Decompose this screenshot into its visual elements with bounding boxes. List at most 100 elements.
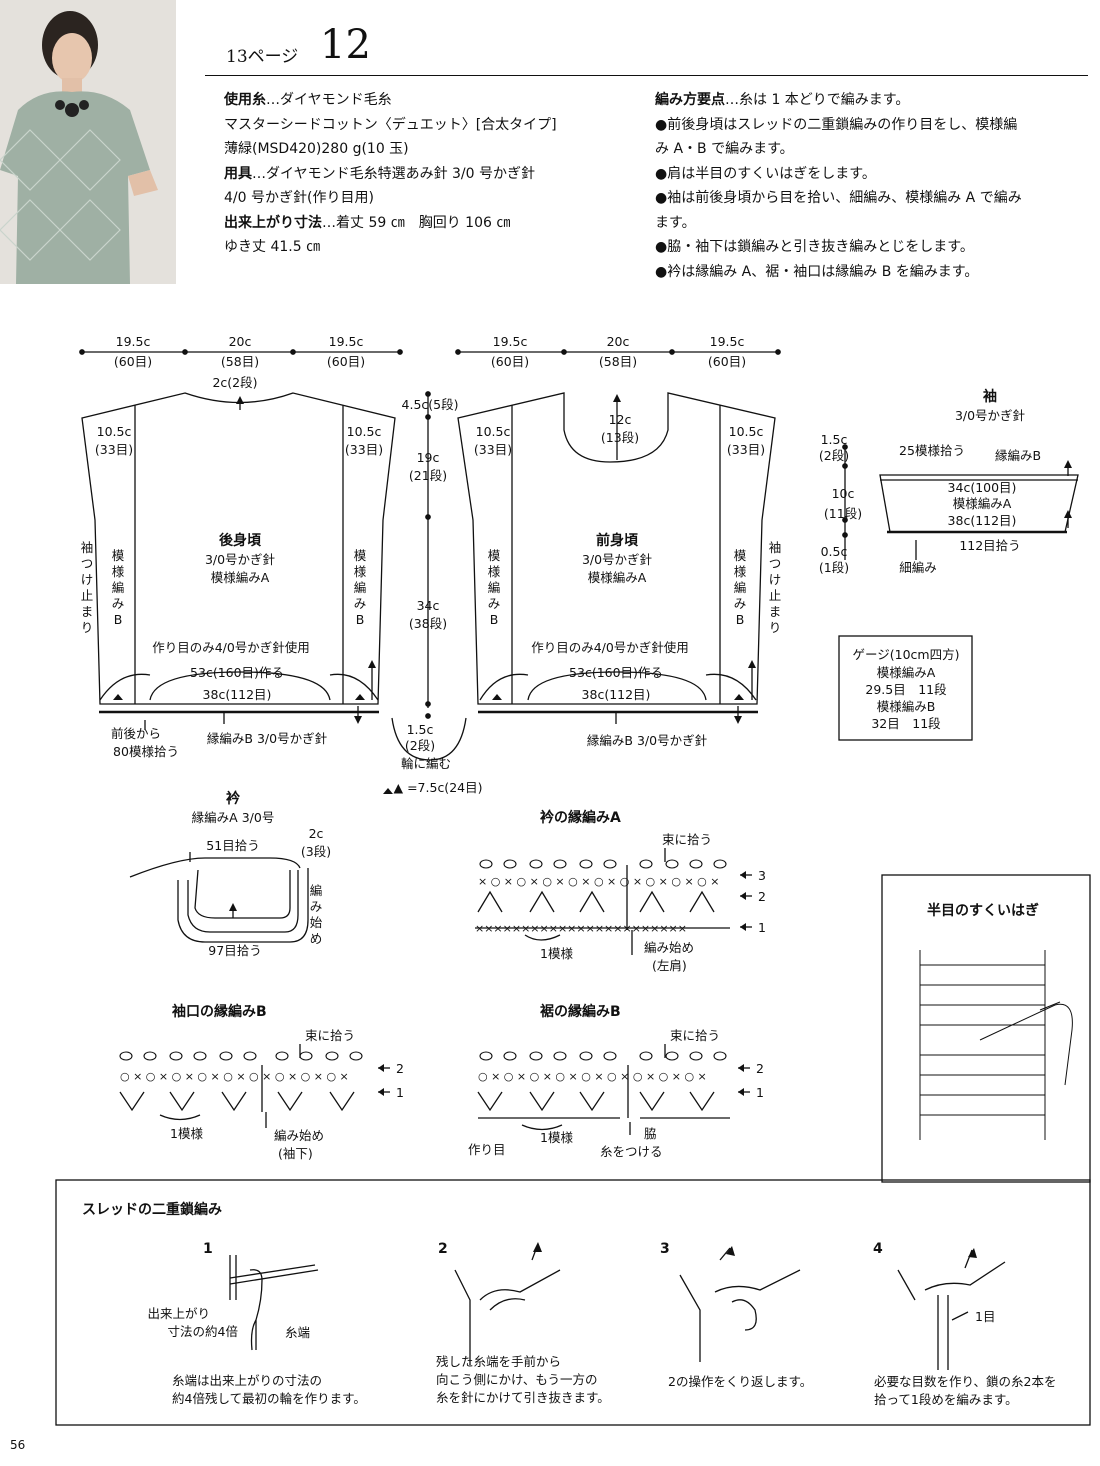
back-side-r-1: 模 xyxy=(354,548,367,563)
front-top-count-1: (60目) xyxy=(491,354,529,369)
materials-line: マスターシードコットン〈デュエット〉[合太タイプ] xyxy=(224,116,557,133)
front-top-dim-2: 20c xyxy=(607,334,630,349)
thread-title: スレッドの二重鎖編み xyxy=(82,1201,222,1218)
front-pattern: 模様編みA xyxy=(588,570,647,585)
svg-text:様: 様 xyxy=(354,564,367,579)
materials-line: 使用糸…ダイヤモンド毛糸 xyxy=(224,92,392,108)
hem-b-join: 糸をつける xyxy=(600,1144,663,1159)
cuff-b-start-note: (袖下) xyxy=(278,1146,313,1161)
seam-illustration xyxy=(919,950,1073,1140)
front-top-count-3: (60目) xyxy=(708,354,746,369)
sleeve-width-2: 38c(112目) xyxy=(948,513,1017,528)
thread-step-4 xyxy=(897,1249,1006,1370)
thread-step-3 xyxy=(679,1247,801,1362)
svg-text:編: 編 xyxy=(354,580,367,595)
points-block: 編み方要点…糸は 1 本どりで編みます。 ●前後身頃はスレッドの二重鎖編みの作り… xyxy=(655,88,1022,284)
seam-box xyxy=(881,874,1091,1183)
svg-text:様: 様 xyxy=(488,564,501,579)
cuff-b-repeat: 1模様 xyxy=(170,1126,203,1141)
svg-text:ま: ま xyxy=(769,604,782,619)
collar-bottom: 97目拾う xyxy=(208,943,261,958)
svg-text:み: み xyxy=(734,596,747,611)
vdim-4: 1.5c xyxy=(407,722,434,737)
hem-b-repeat: 1模様 xyxy=(540,1130,573,1145)
model-photo xyxy=(0,0,176,284)
front-top-dim-1: 19.5c xyxy=(493,334,528,349)
sleeve-title: 袖 xyxy=(983,388,997,405)
points-line: ●脇・袖下は鎖編みと引き抜き編みとじをします。 xyxy=(655,239,974,255)
thread-step-4-caption-1: 必要な目数を作り、鎖の糸2本を xyxy=(874,1374,1056,1389)
thread-step-1 xyxy=(229,1255,319,1351)
header-rule xyxy=(205,75,1088,76)
collar-height: 2c xyxy=(309,826,324,841)
svg-text:様: 様 xyxy=(734,564,747,579)
svg-text:袖: 袖 xyxy=(81,540,94,555)
back-top-count-3: (60目) xyxy=(327,354,365,369)
cuff-b-start: 編み始め xyxy=(274,1128,324,1143)
edge-a-row-2: 2 xyxy=(758,889,766,904)
svg-text:始: 始 xyxy=(310,915,323,930)
sleeve-d3-count: (1段) xyxy=(819,560,849,575)
thread-step-1-label-2: 寸法の約4倍 xyxy=(168,1324,238,1339)
front-neck: 12c xyxy=(609,412,632,427)
thread-step-2-caption-3: 糸を針にかけて引き抜きます。 xyxy=(436,1390,610,1405)
vertical-dimensions xyxy=(391,391,467,761)
vdim-round: 輪に編む xyxy=(401,756,451,771)
points-line: ●肩は半目のすくいはぎをします。 xyxy=(655,165,876,182)
svg-text:み: み xyxy=(354,596,367,611)
front-title: 前身頃 xyxy=(596,532,639,549)
front-top-count-2: (58目) xyxy=(599,354,637,369)
hem-b-row-2: 2 xyxy=(756,1061,764,1076)
gauge-l4: 32目 11段 xyxy=(871,716,940,731)
svg-text:B: B xyxy=(736,612,745,627)
hem-b-chart xyxy=(477,1044,750,1135)
hem-b-bundle: 束に拾う xyxy=(670,1028,720,1043)
page-ref: 13ページ xyxy=(226,47,299,67)
points-line: ●袖は前後身頃から目を拾い、細編み、模様編み A で編み xyxy=(655,190,1022,206)
points-line: ●前後身頃はスレッドの二重鎖編みの作り目をし、模様編 xyxy=(655,116,1018,133)
edge-a-start: 編み始め xyxy=(644,940,694,955)
svg-text:○ × ○ × ○ × ○ × ○ × ○ × ○ × ○: ○ × ○ × ○ × ○ × ○ × ○ × ○ × ○ × ○ × xyxy=(478,1070,707,1083)
thread-step-2-caption-2: 向こう側にかけ、もう一方の xyxy=(436,1372,598,1387)
collar-title: 衿 xyxy=(226,790,241,807)
thread-step-4-caption-2: 拾って1段めを編みます。 xyxy=(874,1392,1018,1407)
points-line: ます。 xyxy=(655,214,696,231)
cuff-b-bundle: 束に拾う xyxy=(305,1028,355,1043)
back-shoulder-l: 10.5c xyxy=(97,424,132,439)
sleeve-d1: 1.5c xyxy=(821,432,848,447)
page-number: 56 xyxy=(10,1438,26,1452)
back-top-dim-1: 19.5c xyxy=(116,334,151,349)
materials-line: ゆき丈 41.5 ㎝ xyxy=(224,239,321,255)
svg-text:× ○ × ○ × ○ × ○ × ○ × ○ × ○ ×: × ○ × ○ × ○ × ○ × ○ × ○ × ○ × ○ × ○ × xyxy=(478,875,720,888)
edge-a-bundle: 束に拾う xyxy=(662,832,712,847)
front-shoulder-l: 10.5c xyxy=(476,424,511,439)
vdim-2: 19c xyxy=(417,450,440,465)
front-cast-note: 作り目のみ4/0号かぎ針使用 xyxy=(531,640,689,655)
thread-step-2-caption-1: 残した糸端を手前から xyxy=(436,1354,561,1369)
collar-diagram xyxy=(129,852,309,943)
gauge-title: ゲージ(10cm四方) xyxy=(853,647,960,662)
vdim-3: 34c xyxy=(417,598,440,613)
sleeve-hook: 3/0号かぎ針 xyxy=(955,408,1026,423)
svg-text:編: 編 xyxy=(488,580,501,595)
front-top-dim-3: 19.5c xyxy=(710,334,745,349)
materials-line: 4/0 号かぎ針(作り目用) xyxy=(224,190,374,206)
gauge-l3: 模様編みB xyxy=(877,699,936,714)
svg-text:×××××××××××××××××××××××: ××××××××××××××××××××××× xyxy=(475,922,687,935)
cuff-b-title: 袖口の縁編みB xyxy=(172,1003,267,1020)
svg-text:め: め xyxy=(310,931,323,946)
back-body-diagram xyxy=(79,349,403,730)
thread-step-1-num: 1 xyxy=(203,1241,213,1257)
front-hook: 3/0号かぎ針 xyxy=(582,552,653,567)
vdim-4-count: (2段) xyxy=(405,738,435,753)
back-shoulder-r-count: (33目) xyxy=(345,442,383,457)
edge-a-row-3: 3 xyxy=(758,868,766,883)
back-pickup: 前後から xyxy=(111,726,161,741)
svg-text:B: B xyxy=(490,612,499,627)
front-shoulder-r-count: (33目) xyxy=(727,442,765,457)
svg-text:止: 止 xyxy=(769,588,782,603)
svg-text:つ: つ xyxy=(81,556,94,571)
sleeve-d2: 10c xyxy=(832,486,855,501)
svg-text:り: り xyxy=(81,620,94,635)
cuff-b-row-2: 2 xyxy=(396,1061,404,1076)
